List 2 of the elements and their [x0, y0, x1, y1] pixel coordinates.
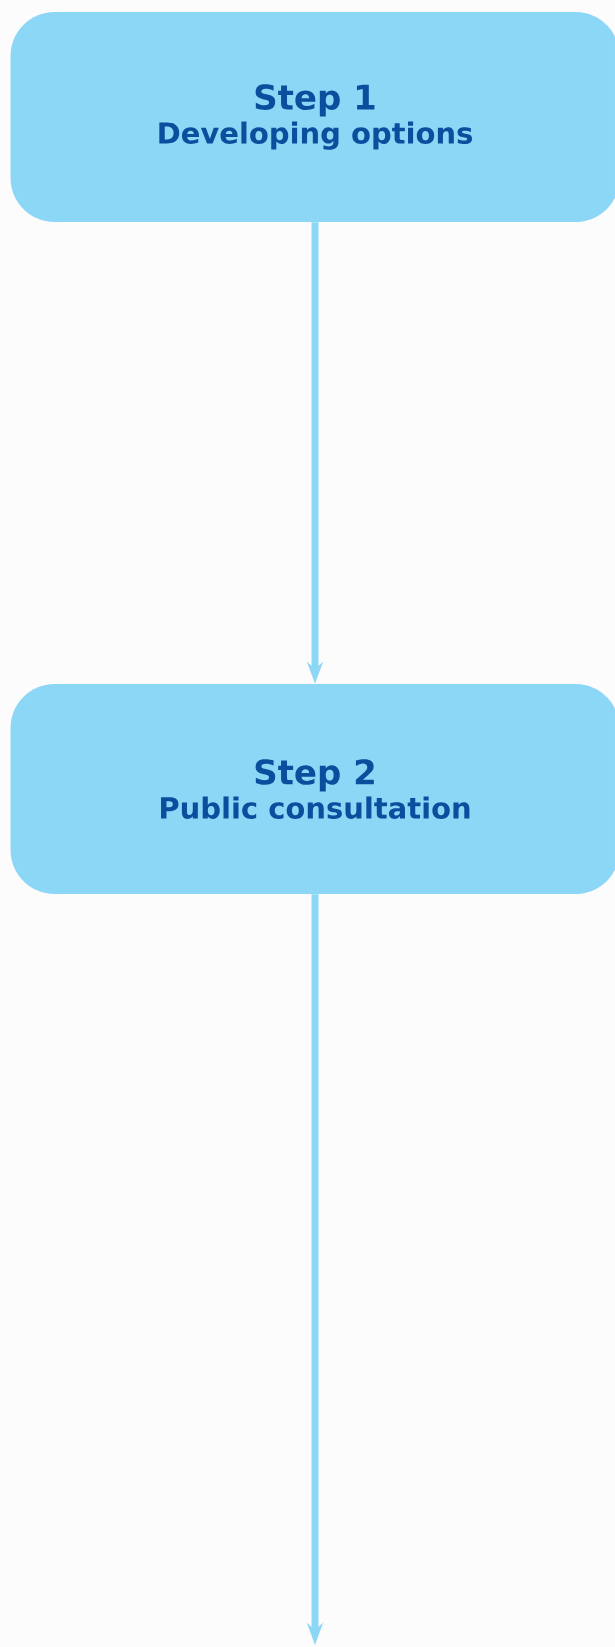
step-box: Step 1 Developing options	[10, 12, 615, 222]
step-box: Step 2 Public consultation	[10, 684, 615, 894]
